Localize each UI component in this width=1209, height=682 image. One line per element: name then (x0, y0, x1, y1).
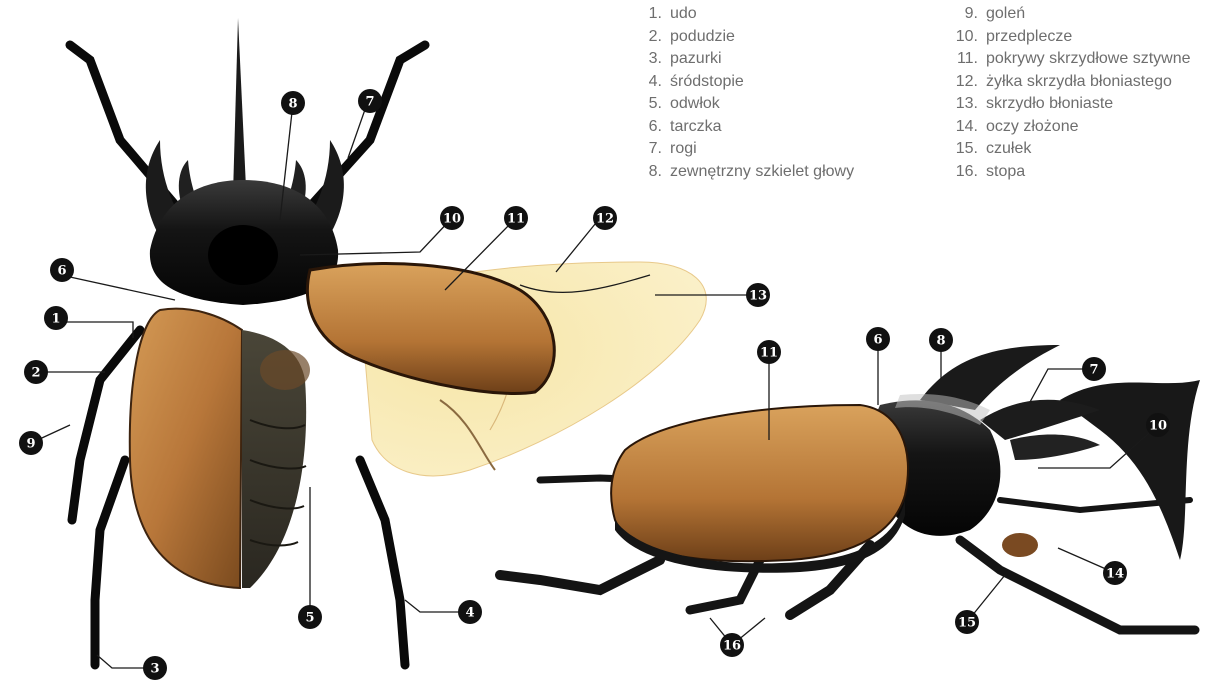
legend-item: 6. tarczka (640, 116, 854, 139)
marker-1: 1 (44, 306, 68, 330)
legend-item: 8. zewnętrzny szkielet głowy (640, 161, 854, 184)
marker-label: 1 (51, 312, 60, 327)
legend-text: tarczka (670, 118, 722, 135)
legend-text: przedplecze (986, 28, 1072, 45)
legend-number: 12. (946, 71, 978, 94)
marker-11: 11 (504, 206, 528, 230)
marker-label: 8 (288, 97, 297, 112)
marker-label: 4 (465, 606, 474, 621)
legend-column-right: 9. goleń 10. przedplecze 11. pokrywy skrzyd… (946, 3, 1191, 183)
legend-number: 5. (640, 93, 662, 116)
marker-4: 4 (458, 600, 482, 624)
legend-item: 10. przedplecze (946, 26, 1191, 49)
legend-item: 11. pokrywy skrzydłowe sztywne (946, 48, 1191, 71)
legend-text: zewnętrzny szkielet głowy (670, 163, 854, 180)
marker-label: 11 (507, 212, 525, 227)
marker-12: 12 (593, 206, 617, 230)
legend-text: czułek (986, 140, 1031, 157)
side-elytron (611, 405, 908, 561)
legend-number: 16. (946, 161, 978, 184)
marker-label: 10 (1149, 419, 1167, 434)
legend-item: 4. śródstopie (640, 71, 854, 94)
legend-number: 1. (640, 3, 662, 26)
marker-label: 11 (760, 346, 778, 361)
legend-text: stopa (986, 163, 1025, 180)
side-marker-8: 8 (929, 328, 953, 352)
marker-9: 9 (19, 431, 43, 455)
marker-7: 7 (358, 89, 382, 113)
legend-item: 15. czułek (946, 138, 1191, 161)
legend-item: 16. stopa (946, 161, 1191, 184)
legend-number: 4. (640, 71, 662, 94)
marker-label: 6 (57, 264, 66, 279)
legend-text: oczy złożone (986, 118, 1079, 135)
marker-label: 6 (873, 333, 882, 348)
legend-number: 2. (640, 26, 662, 49)
legend-number: 11. (946, 48, 978, 71)
marker-6: 6 (50, 258, 74, 282)
legend-text: żyłka skrzydła błoniastego (986, 73, 1172, 90)
legend-number: 7. (640, 138, 662, 161)
legend-item: 5. odwłok (640, 93, 854, 116)
legend-item: 7. rogi (640, 138, 854, 161)
legend-number: 6. (640, 116, 662, 139)
marker-5: 5 (298, 605, 322, 629)
side-marker-14: 14 (1103, 561, 1127, 585)
marker-label: 12 (596, 212, 614, 227)
marker-label: 9 (26, 437, 35, 452)
legend-item: 9. goleń (946, 3, 1191, 26)
legend-number: 9. (946, 3, 978, 26)
marker-label: 14 (1106, 567, 1124, 582)
marker-8: 8 (281, 91, 305, 115)
marker-3: 3 (143, 656, 167, 680)
marker-label: 10 (443, 212, 461, 227)
legend-text: goleń (986, 5, 1025, 22)
marker-10: 10 (440, 206, 464, 230)
legend-number: 3. (640, 48, 662, 71)
legend-text: rogi (670, 140, 697, 157)
side-marker-7: 7 (1082, 357, 1106, 381)
marker-label: 13 (749, 289, 767, 304)
marker-label: 7 (1089, 363, 1098, 378)
marker-label: 5 (305, 611, 314, 626)
legend-number: 8. (640, 161, 662, 184)
legend-number: 13. (946, 93, 978, 116)
legend-item: 14. oczy złożone (946, 116, 1191, 139)
legend-number: 14. (946, 116, 978, 139)
legend-text: śródstopie (670, 73, 744, 90)
legend-number: 10. (946, 26, 978, 49)
legend-item: 2. podudzie (640, 26, 854, 49)
legend-column-left: 1.udo 2.podudzie 3.pazurki 4.śródstopie … (640, 3, 854, 183)
legend-item: 13. skrzydło błoniaste (946, 93, 1191, 116)
marker-label: 7 (365, 95, 374, 110)
side-marker-11: 11 (757, 340, 781, 364)
legend-number: 15. (946, 138, 978, 161)
legend-text: podudzie (670, 28, 735, 45)
marker-label: 8 (936, 334, 945, 349)
marker-label: 2 (31, 366, 40, 381)
beetle-top-view (70, 18, 706, 665)
legend-text: pokrywy skrzydłowe sztywne (986, 50, 1191, 67)
legend-text: udo (670, 5, 697, 22)
legend-text: skrzydło błoniaste (986, 95, 1113, 112)
marker-label: 16 (723, 639, 741, 654)
side-marker-16: 16 (720, 633, 744, 657)
legend-item: 12. żyłka skrzydła błoniastego (946, 71, 1191, 94)
legend-item: 3. pazurki (640, 48, 854, 71)
marker-label: 3 (150, 662, 159, 677)
side-marker-15: 15 (955, 610, 979, 634)
top-elytron (130, 309, 242, 588)
side-marker-6: 6 (866, 327, 890, 351)
legend-item: 1. udo (640, 3, 854, 26)
marker-2: 2 (24, 360, 48, 384)
side-marker-10: 10 (1146, 413, 1170, 437)
legend-text: pazurki (670, 50, 722, 67)
marker-label: 15 (958, 616, 976, 631)
marker-13: 13 (746, 283, 770, 307)
legend-text: odwłok (670, 95, 720, 112)
